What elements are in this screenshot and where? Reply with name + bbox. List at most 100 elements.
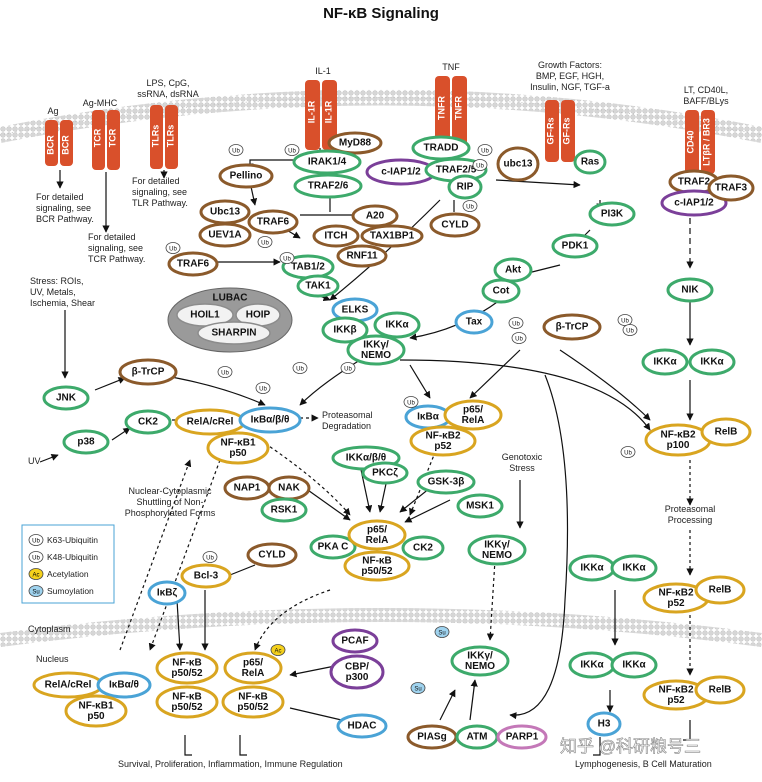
node-relb1: RelB bbox=[700, 417, 752, 447]
svg-text:UV, Metals,: UV, Metals, bbox=[30, 287, 76, 297]
marker-label: Ac bbox=[274, 649, 281, 655]
svg-text:signaling, see: signaling, see bbox=[132, 187, 187, 197]
node-label: NF-κB1 bbox=[78, 700, 113, 711]
legend-symbol-label: Ub bbox=[32, 556, 40, 562]
node-label: RelA bbox=[242, 668, 265, 679]
node-akt: Akt bbox=[493, 257, 533, 283]
legend-symbol bbox=[28, 551, 44, 563]
node-tak1: TAK1 bbox=[296, 274, 340, 298]
svg-text:Proteasomal: Proteasomal bbox=[322, 410, 373, 420]
ub-marker: Ub bbox=[508, 317, 524, 329]
node-myd88: MyD88 bbox=[327, 131, 383, 155]
ub-marker: Ub bbox=[257, 236, 273, 248]
node-label: IKKα bbox=[653, 357, 677, 368]
ub-marker: Ub bbox=[292, 362, 308, 374]
svg-text:Proteasomal: Proteasomal bbox=[665, 504, 716, 514]
svg-text:For detailed: For detailed bbox=[132, 176, 180, 186]
node-label: RelB bbox=[709, 685, 732, 696]
node-jnk: JNK bbox=[42, 385, 90, 411]
legend-symbol-label: Su bbox=[32, 590, 39, 596]
node-label: IKKα bbox=[580, 660, 604, 671]
node-label: NF-κB2 bbox=[660, 429, 695, 440]
node-ciap2: c-IAP1/2 bbox=[660, 189, 728, 217]
node-traf6a: TRAF6 bbox=[247, 209, 299, 235]
svg-text:GF-Rs: GF-Rs bbox=[545, 118, 555, 145]
il1r-receptor: IL-1 IL-1R IL-1R bbox=[305, 66, 337, 150]
svg-text:BCR: BCR bbox=[45, 135, 55, 155]
svg-text:Insulin, NGF, TGF-a: Insulin, NGF, TGF-a bbox=[530, 82, 610, 92]
node-label: IKKγ/ bbox=[484, 539, 510, 550]
node-p38: p38 bbox=[62, 429, 110, 455]
node-label: NF-κB bbox=[238, 691, 267, 702]
node-cyld2: CYLD bbox=[246, 542, 298, 568]
node-label: A20 bbox=[366, 211, 385, 222]
svg-text:TCR Pathway.: TCR Pathway. bbox=[88, 254, 145, 264]
node-nap1: NAP1 bbox=[223, 475, 271, 501]
legend-symbol bbox=[28, 568, 44, 580]
svg-text:BCR Pathway.: BCR Pathway. bbox=[36, 214, 94, 224]
proteasomal-processing-note: Proteasomal Processing bbox=[665, 504, 716, 525]
svg-text:TLRs: TLRs bbox=[165, 125, 175, 148]
legend-symbol-label: Ub bbox=[32, 539, 40, 545]
node-cyld: CYLD bbox=[429, 212, 481, 238]
marker-label: Ub bbox=[232, 149, 240, 155]
node-label: p38 bbox=[77, 437, 95, 448]
node-pdk1: PDK1 bbox=[551, 233, 599, 259]
marker-label: Su bbox=[414, 687, 421, 693]
node-label: NF-κB2 bbox=[658, 587, 693, 598]
gfr-receptor: Growth Factors: BMP, EGF, HGH, Insulin, … bbox=[530, 60, 610, 162]
nuclear-membrane bbox=[0, 608, 762, 647]
ub-marker: Ub bbox=[617, 314, 633, 326]
node-label: ATM bbox=[467, 732, 488, 743]
svg-text:Processing: Processing bbox=[668, 515, 713, 525]
node-atm: ATM bbox=[455, 724, 499, 750]
node-p65center: p65/RelA bbox=[347, 519, 407, 551]
node-traf26: TRAF2/6 bbox=[293, 173, 363, 199]
svg-text:TLR Pathway.: TLR Pathway. bbox=[132, 198, 188, 208]
node-ikbz: IκBζ bbox=[147, 580, 187, 606]
node-label: p52 bbox=[667, 695, 685, 706]
node-label: IKKα/β/θ bbox=[346, 453, 386, 464]
ac-marker: Ac bbox=[270, 644, 286, 656]
svg-text:TCR: TCR bbox=[92, 128, 102, 147]
node-label: SHARPIN bbox=[211, 328, 256, 339]
bcr-note: For detailed signaling, see BCR Pathway. bbox=[36, 192, 94, 224]
marker-label: Ub bbox=[169, 247, 177, 253]
node-label: p65/ bbox=[463, 404, 483, 415]
node-ikka-r2: IKKα bbox=[688, 348, 736, 376]
svg-text:Ag-MHC: Ag-MHC bbox=[83, 98, 118, 108]
node-label: β-TrCP bbox=[132, 367, 165, 378]
node-label: NEMO bbox=[482, 550, 512, 561]
svg-text:BCR: BCR bbox=[60, 135, 70, 155]
proteasomal-degradation-note: Proteasomal Degradation bbox=[322, 410, 373, 431]
tlr-receptor: LPS, CpG, ssRNA, dsRNA TLRs TLRs bbox=[137, 78, 199, 169]
node-rsk1: RSK1 bbox=[260, 497, 308, 523]
node-label: p50/52 bbox=[171, 702, 203, 713]
ub-marker: Ub bbox=[217, 366, 233, 378]
marker-label: Ub bbox=[621, 319, 629, 325]
node-label: H3 bbox=[598, 719, 611, 730]
marker-label: Ub bbox=[283, 257, 291, 263]
node-h3: H3 bbox=[586, 711, 622, 737]
marker-label: Ub bbox=[626, 329, 634, 335]
node-label: RelB bbox=[715, 427, 738, 438]
node-label: Bcl-3 bbox=[194, 571, 219, 582]
node-btrcp2: β-TrCP bbox=[118, 358, 178, 386]
node-label: NF-κB1 bbox=[220, 437, 255, 448]
node-label: NEMO bbox=[361, 350, 391, 361]
legend-symbol bbox=[28, 585, 44, 597]
node-label: NF-κB bbox=[362, 555, 391, 566]
node-label: NF-κB2 bbox=[658, 684, 693, 695]
node-label: CYLD bbox=[258, 550, 285, 561]
marker-label: Ub bbox=[206, 556, 214, 562]
node-label: CYLD bbox=[441, 220, 468, 231]
tcr-receptor: Ag-MHC TCR TCR bbox=[83, 98, 120, 170]
ub-marker: Ub bbox=[340, 362, 356, 374]
node-label: IKKβ bbox=[333, 325, 356, 336]
node-nemo: IKKγ/NEMO bbox=[346, 334, 406, 366]
node-label: TAB1/2 bbox=[291, 262, 325, 273]
svg-text:TLRs: TLRs bbox=[150, 125, 160, 148]
node-label: Tax bbox=[466, 317, 483, 328]
node-rip: RIP bbox=[447, 174, 483, 200]
